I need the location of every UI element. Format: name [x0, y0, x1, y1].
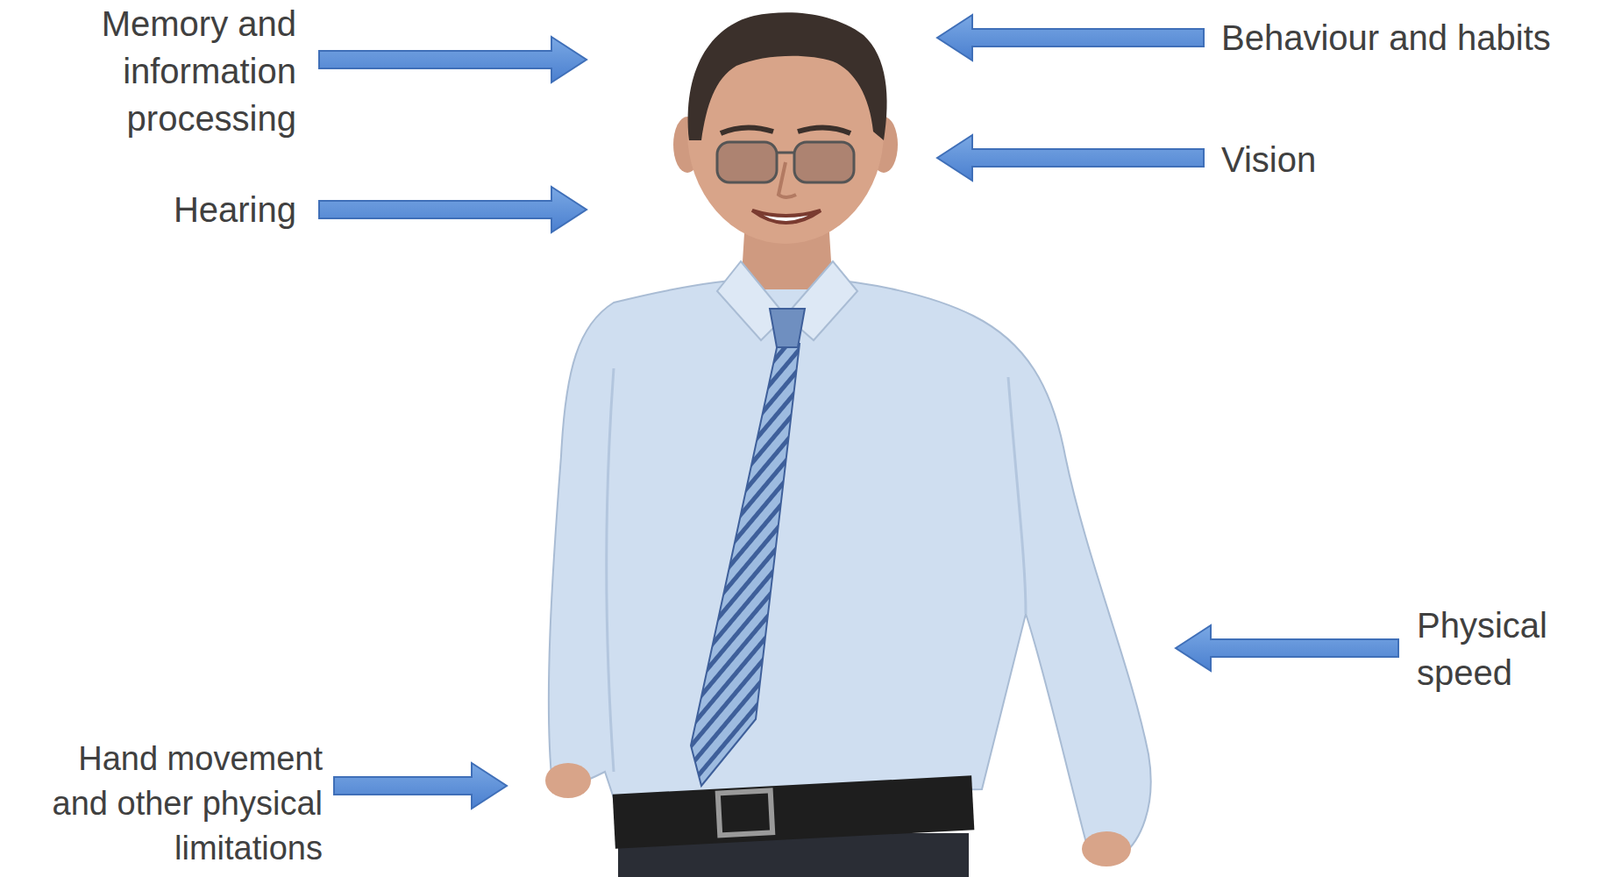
eyebrow [720, 127, 774, 134]
shirt-fold [606, 368, 614, 772]
tie-knot [769, 308, 805, 348]
hand [1081, 831, 1131, 867]
block-arrow [937, 135, 1204, 181]
mouth [752, 210, 821, 223]
arrows [319, 14, 1399, 809]
callout-label: Hearing [85, 185, 297, 234]
callout-label: Behaviour and habits [1221, 14, 1590, 62]
callout-label: Memory and information processing [85, 0, 297, 143]
glasses-lens [717, 142, 777, 183]
glasses-lens [794, 142, 854, 183]
hand [545, 762, 591, 798]
block-arrow [319, 36, 587, 83]
block-arrow [319, 186, 587, 233]
tie [690, 343, 800, 786]
nose [778, 162, 797, 198]
block-arrow [1175, 625, 1399, 671]
eyebrow [797, 127, 851, 134]
hair [688, 12, 888, 141]
shirt [548, 278, 1152, 855]
callout-label: Hand movement and other physical limitat… [24, 736, 323, 871]
callout-label: Vision [1221, 135, 1485, 184]
person [545, 12, 1152, 877]
belt [612, 775, 975, 848]
callout-label: Physical speed [1416, 601, 1593, 697]
block-arrow [937, 14, 1204, 61]
belt-buckle [718, 789, 773, 835]
shirt-fold [1008, 376, 1026, 614]
block-arrow [334, 762, 507, 809]
glasses-bridge [776, 151, 795, 155]
